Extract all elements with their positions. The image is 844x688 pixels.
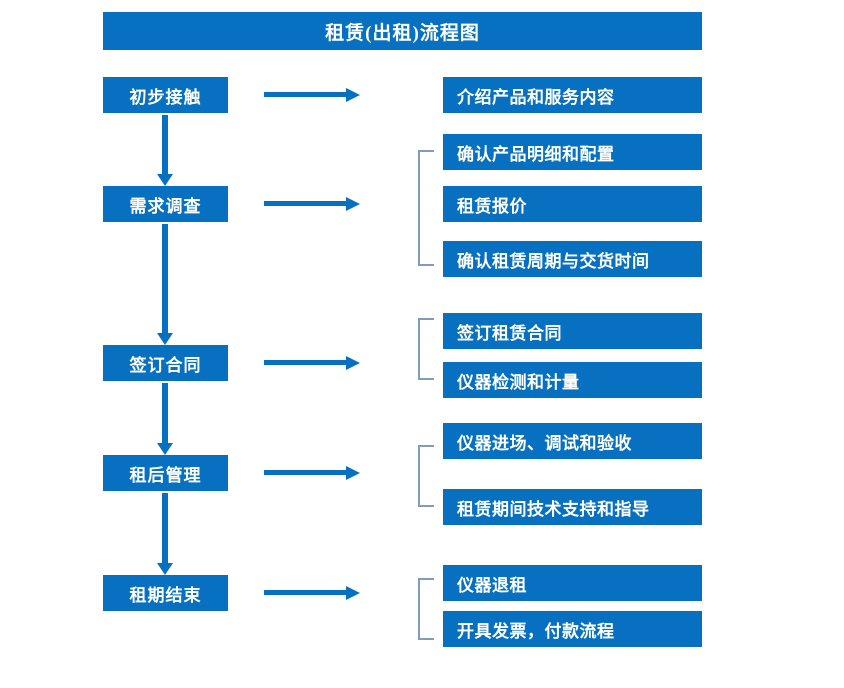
detail-box-5[interactable]: 签订租赁合同 xyxy=(443,313,702,349)
arrow-shaft xyxy=(264,92,348,97)
detail-box-3[interactable]: 租赁报价 xyxy=(443,186,702,222)
stage-box-3[interactable]: 签订合同 xyxy=(103,345,228,381)
arrow-head-down-icon xyxy=(157,443,173,455)
vertical-arrow-1 xyxy=(157,115,173,186)
stage-box-2[interactable]: 需求调查 xyxy=(103,186,228,222)
detail-box-8[interactable]: 租赁期间技术支持和指导 xyxy=(443,489,702,525)
arrow-shaft xyxy=(162,115,168,174)
arrow-shaft xyxy=(264,360,348,365)
detail-box-7[interactable]: 仪器进场、调试和验收 xyxy=(443,423,702,459)
arrow-head-right-icon xyxy=(346,356,360,370)
arrow-head-down-icon xyxy=(157,563,173,575)
detail-box-1[interactable]: 介绍产品和服务内容 xyxy=(443,77,702,113)
detail-box-9[interactable]: 仪器退租 xyxy=(443,565,702,601)
arrow-head-down-icon xyxy=(157,174,173,186)
arrow-head-down-icon xyxy=(157,333,173,345)
horizontal-arrow-4 xyxy=(264,466,360,480)
stage-box-1[interactable]: 初步接触 xyxy=(103,77,228,113)
horizontal-arrow-2 xyxy=(264,197,360,211)
vertical-arrow-3 xyxy=(157,383,173,455)
vertical-arrow-4 xyxy=(157,493,173,575)
detail-box-6[interactable]: 仪器检测和计量 xyxy=(443,362,702,398)
arrow-shaft xyxy=(162,383,168,443)
detail-box-10[interactable]: 开具发票，付款流程 xyxy=(443,611,702,647)
horizontal-arrow-1 xyxy=(264,88,360,102)
arrow-head-right-icon xyxy=(346,88,360,102)
arrow-head-right-icon xyxy=(346,197,360,211)
arrow-shaft xyxy=(162,493,168,563)
detail-box-4[interactable]: 确认租赁周期与交货时间 xyxy=(443,241,702,277)
horizontal-arrow-5 xyxy=(264,586,360,600)
arrow-head-right-icon xyxy=(346,586,360,600)
group-bracket-2 xyxy=(418,318,434,380)
arrow-shaft xyxy=(264,201,348,206)
arrow-shaft xyxy=(264,590,348,595)
group-bracket-1 xyxy=(418,150,434,266)
horizontal-arrow-3 xyxy=(264,356,360,370)
group-bracket-3 xyxy=(418,445,434,507)
arrow-shaft xyxy=(264,470,348,475)
group-bracket-4 xyxy=(418,578,434,640)
arrow-shaft xyxy=(162,224,168,333)
arrow-head-right-icon xyxy=(346,466,360,480)
stage-box-4[interactable]: 租后管理 xyxy=(103,455,228,491)
detail-box-2[interactable]: 确认产品明细和配置 xyxy=(443,134,702,170)
vertical-arrow-2 xyxy=(157,224,173,345)
flowchart-title: 租赁(出租)流程图 xyxy=(103,12,702,50)
stage-box-5[interactable]: 租期结束 xyxy=(103,575,228,611)
